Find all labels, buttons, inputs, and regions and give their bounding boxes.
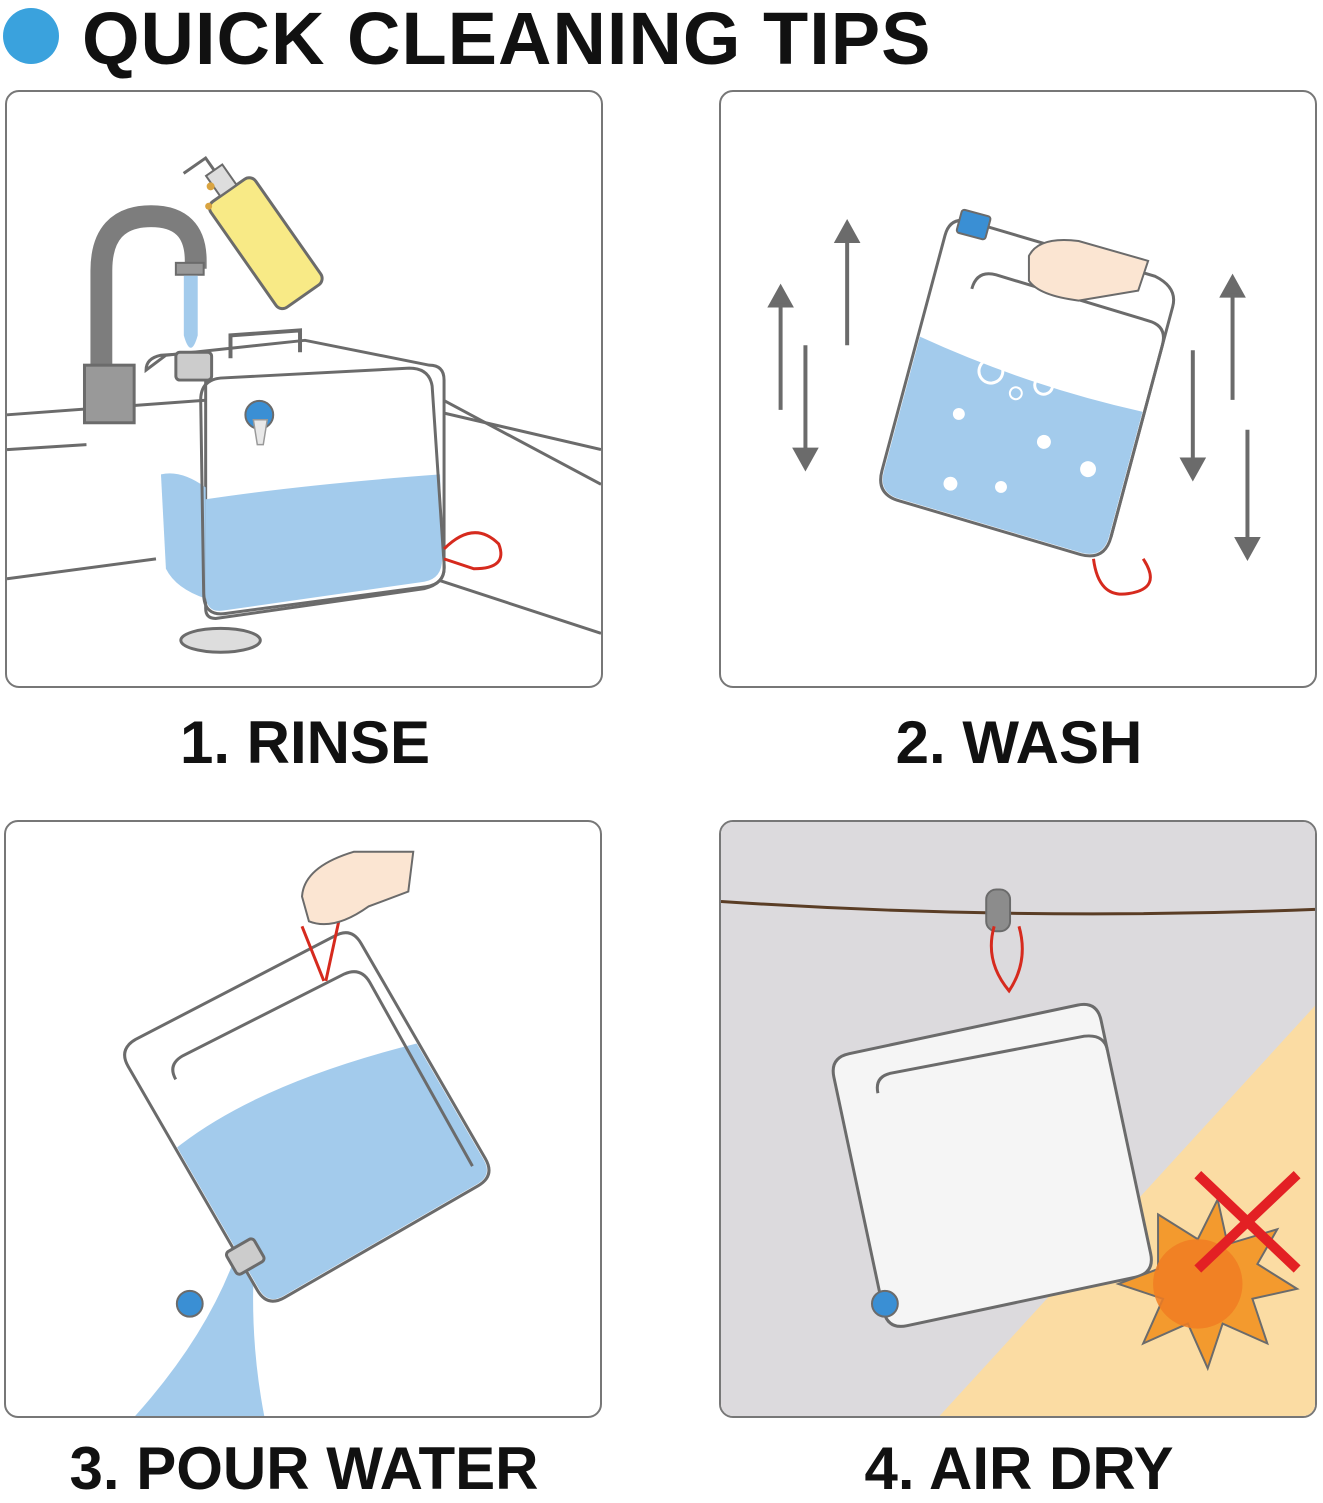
rinse-illustration (5, 90, 603, 688)
rinse-icon (7, 155, 601, 654)
air-dry-illustration (719, 820, 1317, 1418)
wash-icon (767, 208, 1261, 596)
step-wash-label: 2. WASH (895, 709, 1143, 776)
step-air-dry-label: 4. AIR DRY (864, 1435, 1174, 1502)
step-pour-water-label: 3. POUR WATER (69, 1435, 539, 1502)
step-rinse-label: 1. RINSE (179, 709, 431, 776)
wash-illustration (719, 90, 1317, 688)
pour-water-illustration (4, 820, 602, 1418)
pour-water-icon (123, 850, 491, 1416)
air-dry-icon (721, 822, 1315, 1416)
page-title: QUICK CLEANING TIPS (82, 0, 932, 80)
title-bullet (3, 8, 59, 64)
